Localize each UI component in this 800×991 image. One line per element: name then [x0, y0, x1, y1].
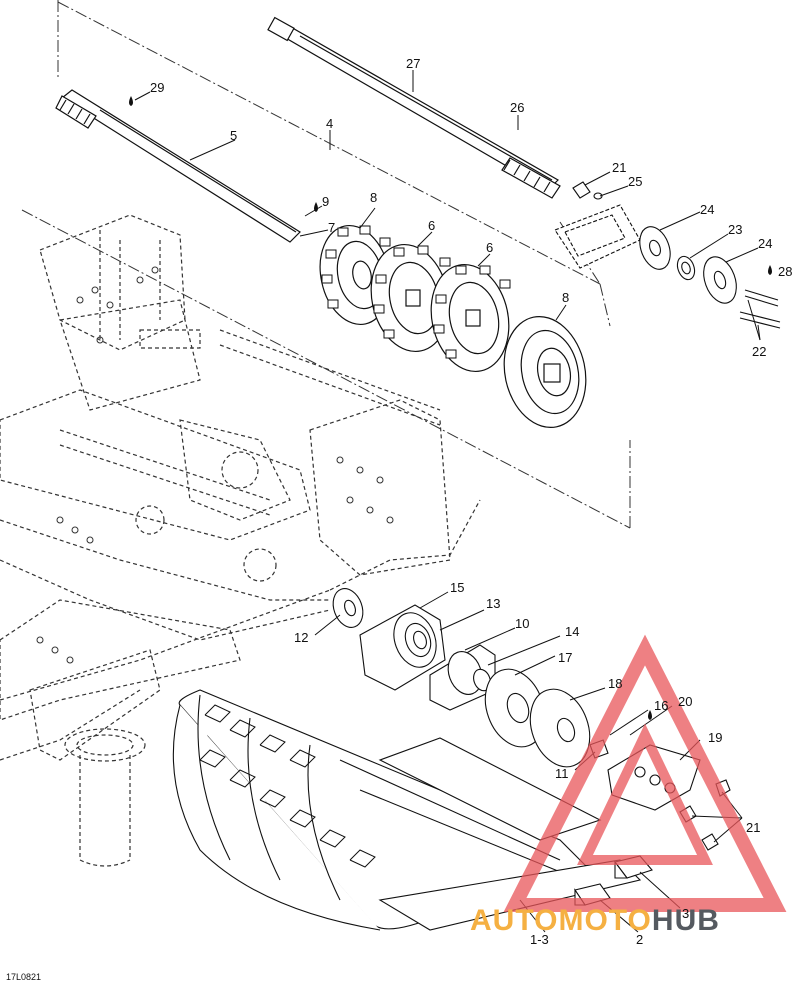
watermark-triangle-icon — [503, 634, 787, 912]
callout-3: 3 — [682, 906, 689, 921]
sprocket-6-b — [430, 263, 510, 373]
sprocket-8-right — [503, 315, 587, 429]
callout-9: 9 — [322, 194, 329, 209]
svg-text:AUTOMOTOHUB: AUTOMOTOHUB — [470, 904, 720, 937]
callout-25: 25 — [628, 174, 642, 189]
sprocket-6-a — [370, 243, 450, 353]
callout-17: 17 — [558, 650, 572, 665]
bearing-housing-assembly — [554, 181, 781, 329]
callout-22: 22 — [752, 344, 766, 359]
watermark-part2: MOTO — [558, 904, 651, 937]
callout-14: 14 — [565, 624, 579, 639]
callout-10: 10 — [515, 616, 529, 631]
sprocket-teeth — [321, 225, 511, 359]
shaft-27 — [267, 16, 561, 199]
callout-6-b: 6 — [486, 240, 493, 255]
shaft-5 — [55, 89, 301, 243]
callout-1-3: 1-3 — [530, 932, 549, 947]
track-lugs — [199, 704, 376, 868]
callout-8-right: 8 — [562, 290, 569, 305]
callout-18: 18 — [608, 676, 622, 691]
callout-5: 5 — [230, 128, 237, 143]
callout-28: 28 — [778, 264, 792, 279]
callout-24-b: 24 — [758, 236, 772, 251]
lubricant-drop-icon-28 — [768, 265, 772, 275]
callout-12: 12 — [294, 630, 308, 645]
lubricant-drop-icon-29 — [129, 96, 133, 106]
callout-11: 11 — [555, 766, 569, 781]
callout-21-bottom: 21 — [746, 820, 760, 835]
callout-21-top: 21 — [612, 160, 626, 175]
watermark-part3: HUB — [652, 904, 720, 937]
callout-8-left: 8 — [370, 190, 377, 205]
callout-24-a: 24 — [700, 202, 714, 217]
callout-20: 20 — [678, 694, 692, 709]
callout-16: 16 — [654, 698, 668, 713]
callout-6-a: 6 — [428, 218, 435, 233]
callout-26: 26 — [510, 100, 524, 115]
watermark: AUTOMOTOHUB — [470, 634, 787, 937]
callout-13: 13 — [486, 596, 500, 611]
lubricant-drop-icons — [129, 96, 772, 720]
watermark-part1: AUTO — [470, 904, 558, 937]
lubricant-drop-icon-9 — [314, 202, 318, 212]
figure-code: 17L0821 — [6, 972, 41, 982]
frame-dashed — [0, 214, 481, 867]
lubricant-drop-icon-16 — [648, 710, 652, 720]
callout-15: 15 — [450, 580, 464, 595]
callout-29: 29 — [150, 80, 164, 95]
callout-27: 27 — [406, 56, 420, 71]
callout-labels: 29 5 4 27 26 21 25 24 23 24 28 22 9 7 8 … — [150, 56, 792, 947]
callout-23: 23 — [728, 222, 742, 237]
callout-19: 19 — [708, 730, 722, 745]
callout-4: 4 — [326, 116, 333, 131]
callout-7: 7 — [328, 220, 335, 235]
callout-2: 2 — [636, 932, 643, 947]
frame-holes — [36, 266, 394, 664]
track-1-3 — [172, 689, 642, 931]
lower-right-assembly — [332, 588, 731, 851]
